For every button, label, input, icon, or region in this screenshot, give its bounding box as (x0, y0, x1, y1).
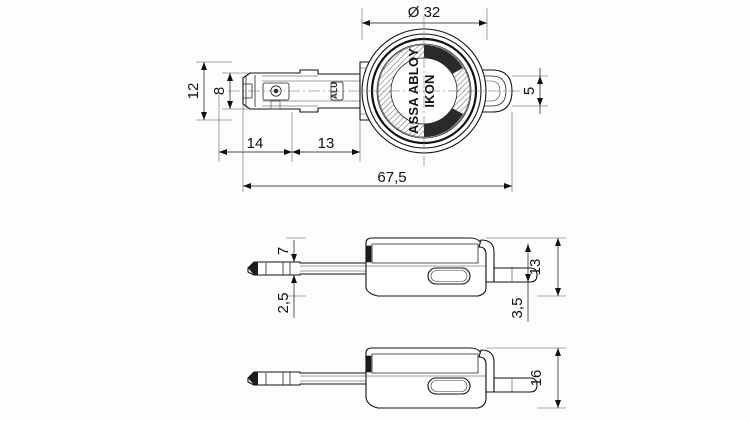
arrow-8-top (227, 73, 233, 81)
side-body-oval-inner (430, 270, 468, 282)
top-view-group: ALU (185, 4, 548, 192)
head-arc-bottom-right (424, 108, 463, 137)
arrow-14-right (284, 149, 292, 155)
front-view-group: 16 (247, 347, 566, 409)
dim-label-13: 13 (318, 135, 335, 152)
dim-label-7: 7 (275, 247, 292, 255)
arrow-13b-top (555, 238, 561, 246)
front-body-dark-tab (365, 355, 372, 373)
arrow-16-bottom (555, 400, 561, 408)
arrow-35-top (525, 244, 531, 252)
front-body-oval-inner (430, 380, 468, 392)
arrow-dia-left (362, 20, 370, 26)
dim-label-16: 16 (528, 370, 545, 387)
front-blade-tip (248, 372, 258, 385)
arrow-7-bottom (291, 254, 297, 262)
arrow-8-bottom (227, 101, 233, 109)
keyring-loop-inner (473, 75, 507, 107)
arrow-5-bottom (537, 98, 543, 106)
front-ring-stub (493, 377, 538, 393)
arrow-5-top (537, 76, 543, 84)
blade-chip-tab (270, 100, 281, 110)
arrow-dia-right (479, 20, 487, 26)
dim-label-5: 5 (521, 87, 538, 95)
side-hook (478, 239, 495, 283)
dim-label-25: 2,5 (275, 293, 292, 314)
arrow-13b-bottom (555, 288, 561, 296)
dim-label-14: 14 (247, 135, 264, 152)
arrow-16-top (555, 348, 561, 356)
side-ring-stub (493, 267, 538, 283)
dim-label-13b: 13 (527, 259, 544, 276)
arrow-14-left (219, 149, 227, 155)
dim-label-675: 67,5 (377, 169, 406, 186)
front-body-top-panel (371, 353, 479, 374)
side-body-top-panel (371, 243, 479, 264)
arrow-12-bottom (201, 112, 207, 120)
arrow-35-bottom (525, 274, 531, 282)
side-view-group: 7 2,5 13 3,5 (247, 237, 566, 322)
arrow-12-top (201, 62, 207, 70)
front-body-oval-button (427, 377, 471, 395)
arrow-13-right (352, 149, 360, 155)
arrow-13-left (292, 149, 300, 155)
dim-label-35: 3,5 (509, 298, 526, 319)
arrow-675-left (243, 183, 251, 189)
side-body-oval-button (427, 267, 471, 285)
side-body-outline (365, 237, 487, 297)
blade-marking-text: ALU (330, 82, 339, 99)
front-hook (478, 349, 495, 393)
arrow-25-top (291, 275, 297, 283)
arrow-675-right (504, 183, 512, 189)
side-body-dark-tab (365, 245, 372, 263)
head-arc-top-right (424, 45, 463, 74)
front-body-outline (365, 347, 487, 409)
dim-label-8: 8 (211, 87, 228, 95)
dim-label-12: 12 (185, 83, 202, 100)
side-blade-tip (248, 262, 258, 275)
dim-label-diameter: Ø 32 (408, 4, 441, 21)
